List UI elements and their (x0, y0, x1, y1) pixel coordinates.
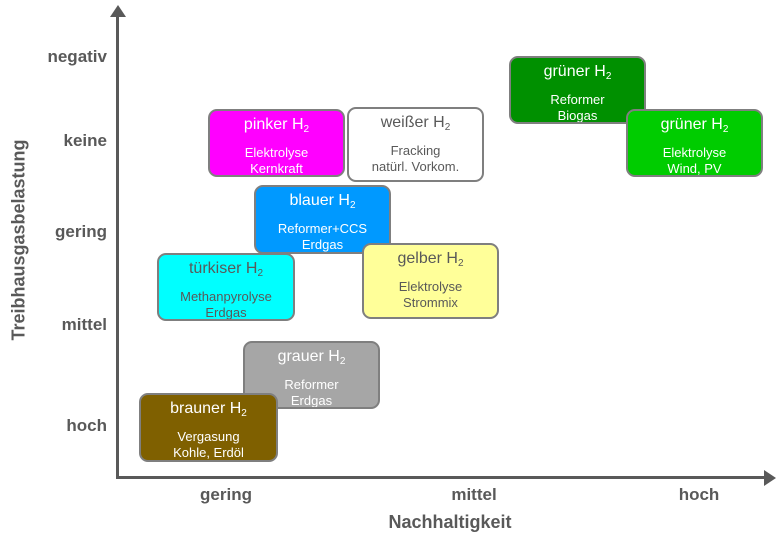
box-title: weißer H2 (349, 113, 482, 138)
box-method: Reformer (284, 377, 339, 392)
box-title-subscript: 2 (241, 408, 247, 419)
box-title-name: grauer (277, 348, 324, 365)
y-axis-title: Treibhausgasbelastung (8, 139, 29, 341)
box-title: grüner H2 (628, 115, 761, 140)
box-title-name: pinker (243, 116, 288, 133)
y-tick-label: keine (63, 131, 107, 150)
box-title-subscript: 2 (339, 356, 346, 367)
box-title: grüner H2 (511, 62, 644, 87)
box-title-name: türkiser (188, 260, 242, 277)
box-title-element: H (291, 116, 304, 133)
box-title-element: H (594, 63, 606, 80)
box-method: Reformer+CCS (277, 221, 368, 236)
box-title-element: H (433, 114, 445, 131)
box-title: gelber H2 (364, 249, 497, 274)
x-tick-label: hoch (678, 485, 720, 504)
box-method: Fracking (390, 143, 441, 158)
x-tick-label: mittel (451, 485, 497, 504)
y-axis (116, 14, 119, 478)
y-tick-label: mittel (61, 315, 107, 334)
box-title: blauer H2 (256, 191, 389, 216)
box-title-subscript: 2 (457, 258, 464, 269)
x-tick-label: gering (200, 485, 252, 504)
box-title-name: gelber (397, 250, 442, 267)
box-title-element: H (446, 250, 458, 267)
box-title-name: weißer (380, 114, 429, 131)
box-title-subscript: 2 (722, 124, 729, 135)
box-title-element: H (338, 192, 350, 209)
box-title-subscript: 2 (257, 268, 264, 279)
x-axis-arrow-icon (764, 470, 776, 486)
box-method: Reformer (550, 92, 605, 107)
box-method: Elektrolyse (662, 145, 727, 160)
box-source: Strommix (403, 295, 458, 310)
box-title: türkiser H2 (159, 259, 293, 284)
box-source: Erdgas (301, 237, 344, 252)
box-method: Methanpyrolyse (180, 289, 272, 304)
x-axis (116, 476, 766, 479)
box-method: Elektrolyse (398, 279, 463, 294)
box-title-subscript: 2 (349, 200, 356, 211)
box-title: grauer H2 (245, 347, 378, 372)
box-source: Erdgas (205, 305, 247, 320)
box-source: Kernkraft (250, 161, 303, 176)
box-method: Elektrolyse (244, 145, 309, 160)
box-title-name: blauer (289, 192, 334, 209)
y-tick-label: gering (55, 222, 107, 241)
box-source: natürl. Vorkom. (371, 159, 460, 174)
y-tick-label: hoch (66, 416, 107, 435)
box-title-name: grüner (543, 63, 590, 80)
box-title-subscript: 2 (303, 124, 310, 135)
box-source: Wind, PV (667, 161, 722, 176)
box-title-subscript: 2 (444, 122, 451, 133)
y-axis-arrow-icon (110, 5, 126, 17)
box-source: Biogas (557, 108, 598, 123)
box-title-element: H (245, 260, 258, 277)
y-tick-label: negativ (47, 47, 107, 66)
box-title-element: H (328, 348, 340, 365)
box-title-subscript: 2 (605, 71, 612, 82)
box-title: brauner H2 (141, 399, 276, 424)
box-title-element: H (711, 116, 723, 133)
box-source: Kohle, Erdöl (173, 445, 244, 460)
box-method: Vergasung (177, 429, 240, 444)
box-title-element: H (229, 400, 242, 417)
box-title-name: brauner (170, 400, 226, 417)
x-axis-title: Nachhaltigkeit (388, 512, 512, 532)
box-title-name: grüner (660, 116, 707, 133)
box-title: pinker H2 (210, 115, 343, 140)
box-source: Erdgas (290, 393, 333, 408)
